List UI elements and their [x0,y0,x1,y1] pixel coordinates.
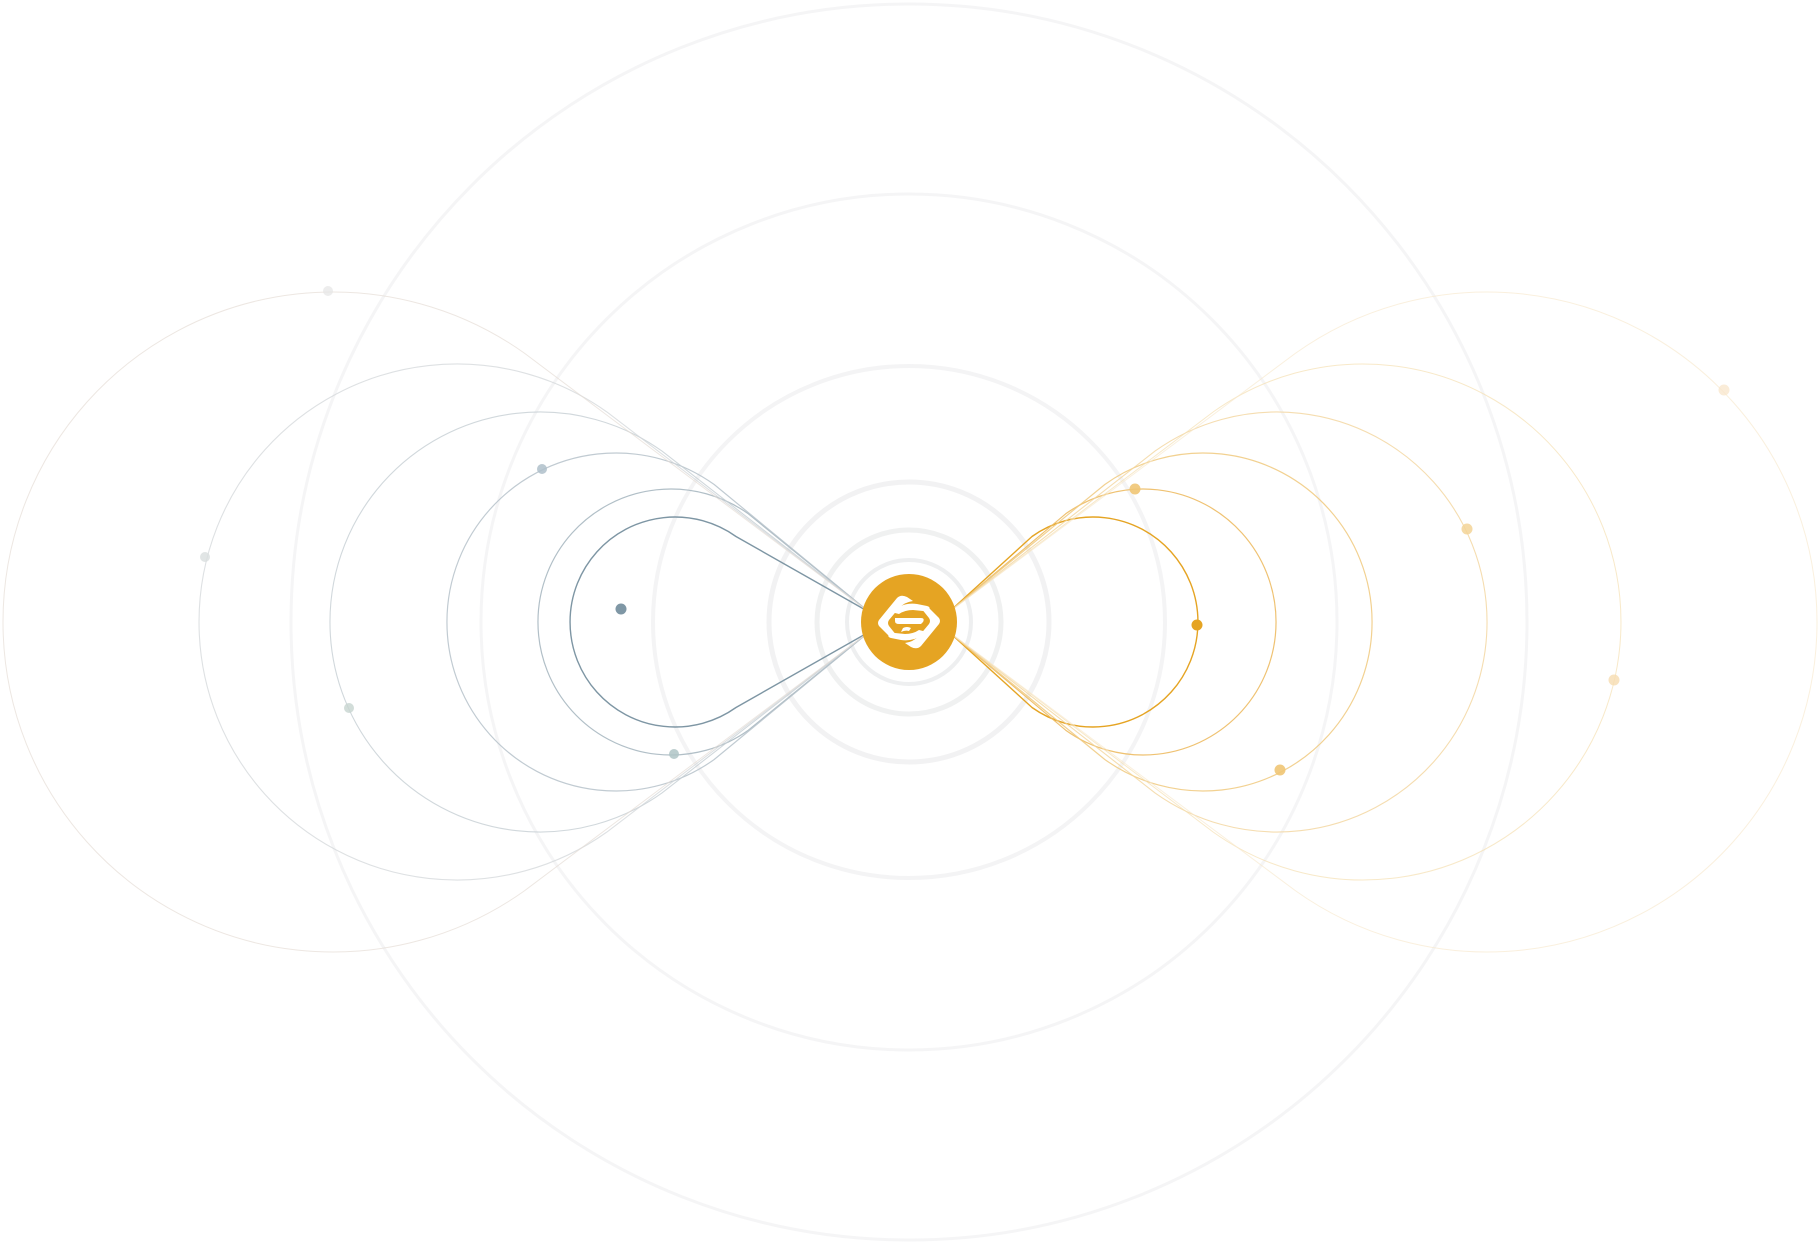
orbit-dot-6 [323,286,333,296]
orbit-dot-10 [1461,523,1473,535]
background-ring-6 [845,558,973,686]
right-loop-2 [948,488,1277,756]
orbit-dot-12 [1718,384,1730,396]
center-logo[interactable] [861,574,957,670]
right-loop-4 [948,411,1488,833]
right-loop-5 [948,363,1622,881]
right-loop-3 [948,452,1373,792]
left-loop-6 [2,291,870,953]
orbit-dots [200,286,1730,776]
left-loop-1 [569,516,870,728]
background-ring-2 [479,192,1339,1052]
left-loop-2 [537,488,870,756]
left-loop-5 [198,363,870,881]
left-loop-3 [446,452,870,792]
right-loop-group [948,291,1818,953]
interlocking-hands-icon [878,595,940,649]
orbit-dot-2 [537,464,547,474]
background-ring-1 [289,2,1529,1242]
orbit-dot-4 [344,703,354,713]
orbit-dot-11 [1608,674,1620,686]
background-ring-5 [814,527,1004,717]
orbit-dot-5 [200,552,210,562]
orbit-dot-1 [615,603,627,615]
background-ring-4 [766,479,1052,765]
orbit-dot-8 [1129,483,1141,495]
left-loop-4 [329,411,870,833]
background-ring-3 [651,364,1167,880]
right-loop-6 [948,291,1818,953]
orbit-dot-7 [1191,619,1203,631]
orbit-dot-3 [669,749,679,759]
right-loop-1 [948,516,1199,728]
orbit-dot-9 [1274,764,1286,776]
background-rings [289,2,1529,1242]
left-loop-group [2,291,870,953]
